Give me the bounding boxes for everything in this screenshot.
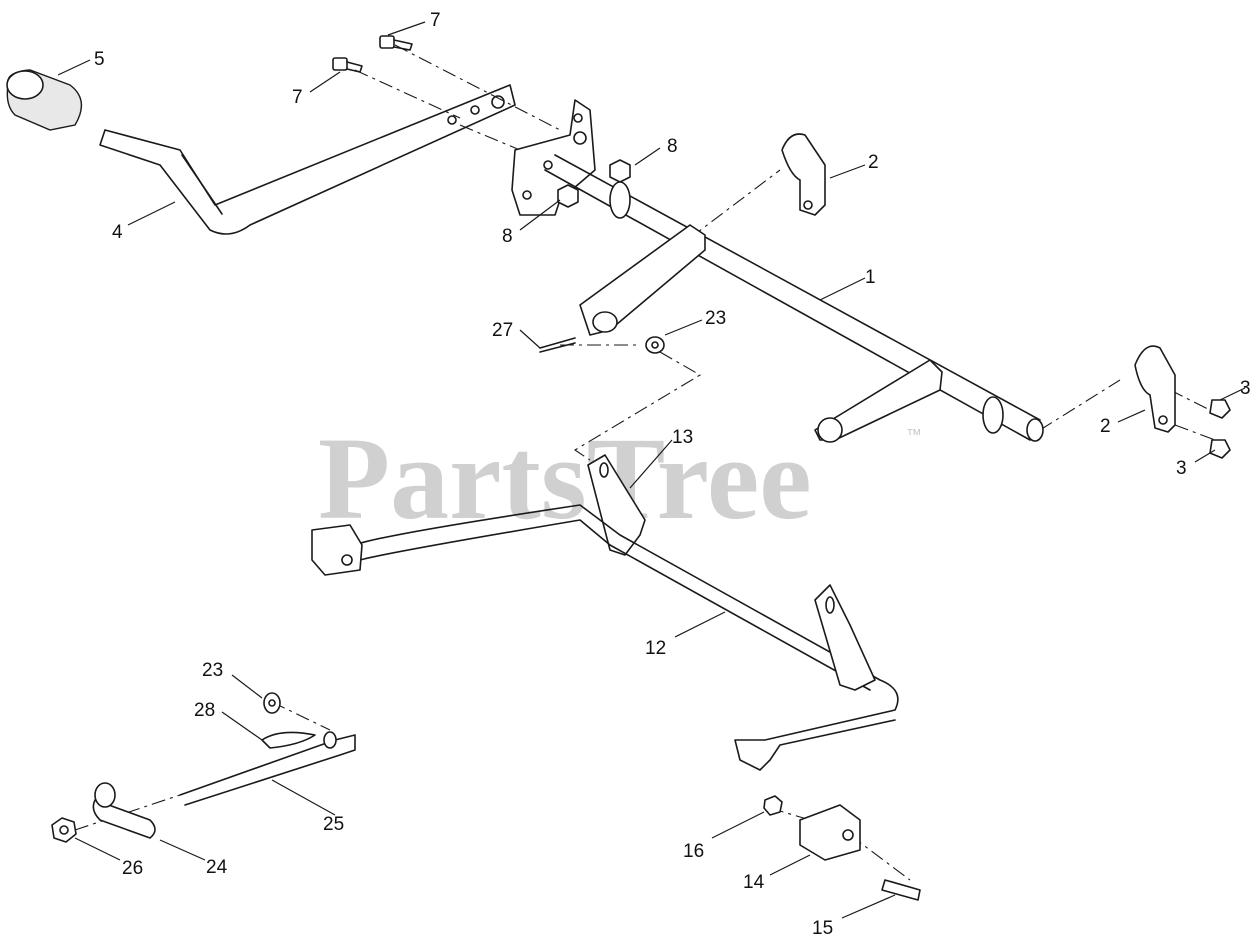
callout-28: 28 — [194, 700, 215, 721]
callout-25: 25 — [323, 814, 344, 835]
bolt-part-7-upper — [379, 35, 413, 51]
callout-23-upper: 23 — [705, 308, 726, 329]
watermark-trademark: ™ — [906, 427, 922, 444]
hairpin-part-28 — [261, 731, 316, 749]
callout-7-lower: 7 — [292, 87, 303, 108]
nut-part-16 — [763, 795, 783, 816]
link-bracket-part-13 — [587, 454, 646, 556]
callout-3-lower: 3 — [1176, 458, 1187, 479]
callout-13: 13 — [672, 427, 693, 448]
callout-2-upper: 2 — [868, 152, 879, 173]
mounting-bracket — [511, 99, 596, 216]
nut-part-8-lower — [557, 184, 579, 208]
bolt-part-3-upper — [1209, 399, 1231, 419]
callout-14: 14 — [743, 872, 765, 893]
bolt-part-3-lower — [1209, 439, 1231, 459]
callout-27: 27 — [492, 320, 513, 341]
callout-8-lower: 8 — [502, 226, 513, 247]
cross-shaft-part-1 — [544, 154, 1044, 443]
callout-4: 4 — [112, 222, 123, 243]
block-part-14 — [799, 804, 861, 861]
assembly-lines — [74, 44, 1216, 881]
sleeve-part-24 — [92, 782, 156, 839]
pin-part-15 — [881, 879, 921, 901]
callout-23-lower: 23 — [202, 660, 223, 681]
washer-part-23-lower — [263, 692, 281, 714]
washer-part-23-upper — [645, 336, 665, 354]
leader-lines — [57, 21, 1246, 919]
callout-26: 26 — [122, 858, 143, 879]
callout-labels: 7 7 5 8 8 2 4 1 27 23 3 2 3 13 12 23 28 … — [94, 10, 1251, 939]
callout-12: 12 — [645, 638, 666, 659]
rod-assembly-part-12 — [311, 504, 899, 771]
lever-arm-part-4 — [99, 84, 516, 235]
nut-part-26 — [51, 817, 77, 843]
callout-16: 16 — [683, 841, 704, 862]
rod-part-25 — [179, 731, 356, 806]
hook-part-2-lower — [1134, 345, 1176, 433]
callout-1: 1 — [865, 267, 876, 288]
callout-8-upper: 8 — [667, 136, 678, 157]
callout-15: 15 — [812, 918, 833, 939]
grip-part-5 — [6, 69, 83, 131]
callout-3-upper: 3 — [1240, 378, 1251, 399]
hook-part-2-upper — [781, 133, 826, 216]
cotter-pin-part-27 — [539, 337, 576, 353]
callout-24: 24 — [206, 857, 228, 878]
bolt-part-7-lower — [332, 57, 363, 73]
watermark-text: PartsTree — [318, 413, 812, 544]
nut-part-8-upper — [609, 159, 631, 183]
callout-5: 5 — [94, 49, 105, 70]
callout-2-lower: 2 — [1100, 416, 1111, 437]
callout-7-upper: 7 — [430, 10, 441, 31]
